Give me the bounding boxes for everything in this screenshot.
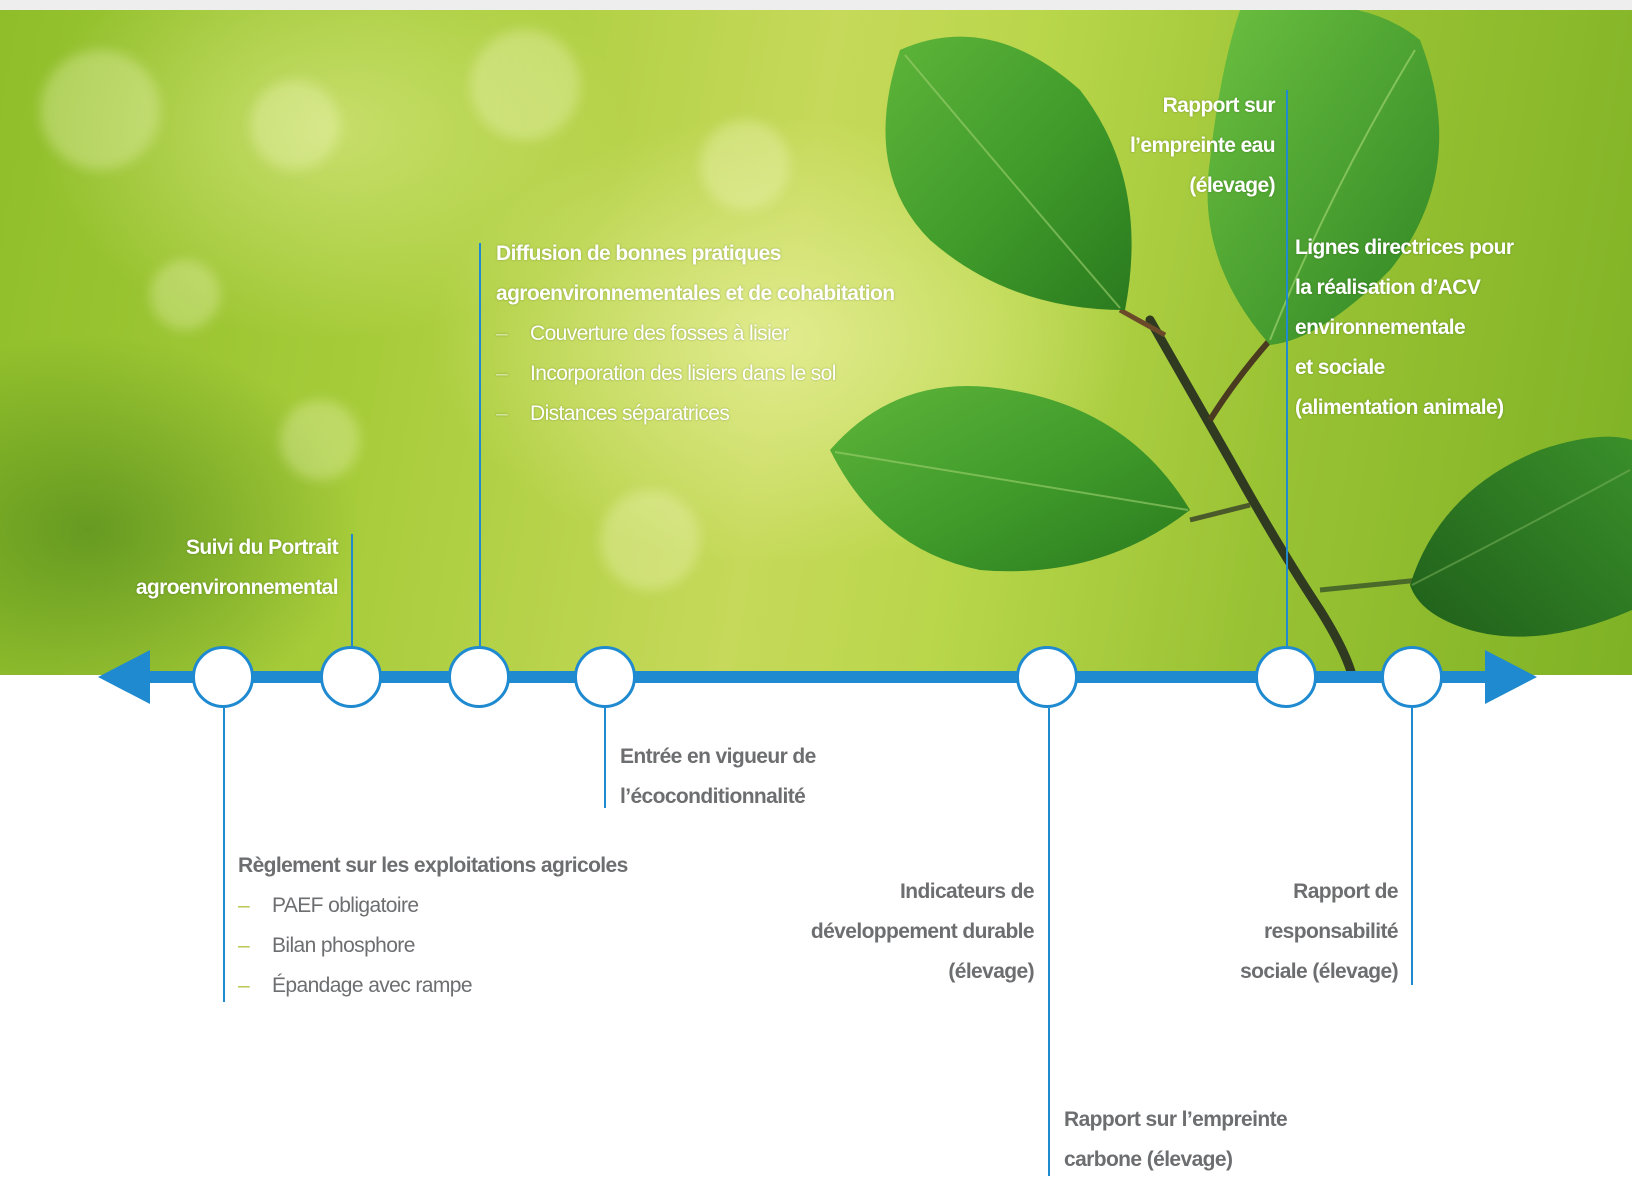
event-indicateurs: Indicateurs de développement durable (él… [810, 872, 1035, 992]
event-title-line: et sociale [1295, 356, 1385, 379]
bokeh-light [40, 50, 160, 170]
event-title-line: la réalisation d’ACV [1295, 276, 1481, 299]
event-title-line: Indicateurs de [900, 880, 1035, 903]
timeline-node [574, 646, 636, 708]
connector-empreinte-eau [1286, 90, 1288, 646]
timeline-node [1381, 646, 1443, 708]
event-title-line: agroenvironnemental [135, 576, 339, 599]
event-reglement: Règlement sur les exploitations agricole… [238, 846, 628, 1006]
bokeh-light [600, 490, 700, 590]
leaf-photo-banner [0, 10, 1632, 675]
event-title-line: agroenvironnementales et de cohabitation [496, 282, 895, 305]
event-bullet-item: –Bilan phosphore [238, 926, 628, 966]
event-title-line: responsabilité [1264, 920, 1399, 943]
timeline-node [1016, 646, 1078, 708]
event-title-line: (alimentation animale) [1295, 396, 1504, 419]
timeline-arrow-left [98, 650, 150, 704]
top-strip [0, 0, 1632, 10]
event-title-line: carbone (élevage) [1064, 1148, 1233, 1171]
event-title-line: Rapport sur l’empreinte [1064, 1108, 1288, 1131]
timeline-node [1255, 646, 1317, 708]
timeline-arrow-right [1485, 650, 1537, 704]
event-title-line: Suivi du Portrait [186, 536, 339, 559]
event-bullet-item: –Incorporation des lisiers dans le sol [496, 354, 894, 394]
event-title-line: Entrée en vigueur de [620, 745, 816, 768]
event-bullet-item: –Couverture des fosses à lisier [496, 314, 894, 354]
timeline-node [192, 646, 254, 708]
bullet-dash-icon: – [496, 322, 508, 345]
event-title-line: l’écoconditionnalité [620, 785, 806, 808]
bokeh-light [250, 80, 340, 170]
event-title-line: (élevage) [948, 960, 1034, 983]
event-title-line: développement durable [810, 920, 1035, 943]
connector-ecoconditionnalite [604, 708, 606, 808]
bokeh-light [470, 30, 580, 140]
bokeh-light [150, 260, 220, 330]
event-title-line: Diffusion de bonnes pratiques [496, 242, 781, 265]
bokeh-light [700, 120, 790, 210]
bullet-dash-icon: – [238, 934, 250, 957]
event-empreinte-carbone: Rapport sur l’empreinte carbone (élevage… [1064, 1100, 1288, 1180]
connector-indicateurs [1048, 708, 1050, 1176]
timeline-node [448, 646, 510, 708]
leaf-branch-illustration [830, 10, 1632, 675]
event-ecoconditionnalite: Entrée en vigueur de l’écoconditionnalit… [620, 737, 816, 817]
connector-responsabilite-sociale [1411, 708, 1413, 985]
event-suivi-portrait: Suivi du Portrait agroenvironnemental [135, 528, 339, 608]
event-title-line: (élevage) [1189, 174, 1275, 197]
connector-suivi-portrait [351, 534, 353, 646]
event-title-line: Rapport sur [1162, 94, 1276, 117]
bullet-dash-icon: – [496, 362, 508, 385]
event-title-line: Lignes directrices pour [1295, 236, 1514, 259]
bullet-dash-icon: – [496, 402, 508, 425]
event-bullet-item: –Distances séparatrices [496, 394, 894, 434]
bokeh-light [280, 400, 360, 480]
connector-diffusion [479, 243, 481, 646]
event-empreinte-eau: Rapport sur l’empreinte eau (élevage) [1129, 86, 1276, 206]
event-title-line: Rapport de [1293, 880, 1398, 903]
bullet-dash-icon: – [238, 974, 250, 997]
connector-reglement [223, 708, 225, 1002]
event-lignes-directrices: Lignes directrices pour la réalisation d… [1295, 228, 1514, 428]
event-title-line: environnementale [1295, 316, 1466, 339]
event-responsabilite-sociale: Rapport de responsabilité sociale (éleva… [1240, 872, 1399, 992]
event-bullet-item: –Épandage avec rampe [238, 966, 628, 1006]
timeline-node [320, 646, 382, 708]
event-bullet-item: –PAEF obligatoire [238, 886, 628, 926]
bullet-dash-icon: – [238, 894, 250, 917]
event-diffusion: Diffusion de bonnes pratiques agroenviro… [496, 234, 895, 434]
event-title-line: Règlement sur les exploitations agricole… [238, 854, 628, 877]
event-title-line: l’empreinte eau [1129, 134, 1276, 157]
event-title-line: sociale (élevage) [1240, 960, 1399, 983]
